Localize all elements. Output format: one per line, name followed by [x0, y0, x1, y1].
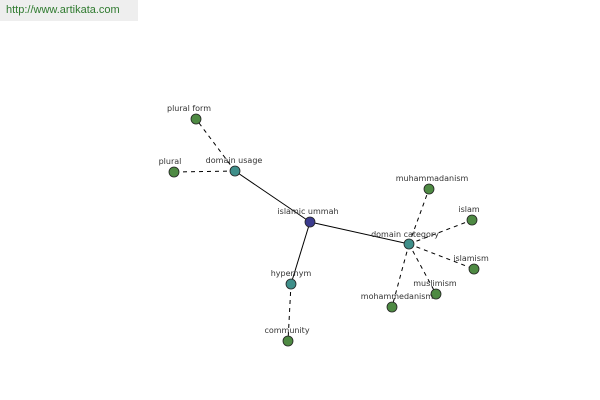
node-marker-plural[interactable]: [168, 166, 180, 178]
node-domain-usage[interactable]: domain usage: [206, 156, 263, 177]
node-label-plural[interactable]: plural: [159, 157, 182, 166]
edge-domain-category-islam: [408, 219, 473, 245]
node-label-muhammadanism[interactable]: muhammadanism: [396, 174, 469, 183]
node-marker-domain-usage[interactable]: [229, 165, 241, 177]
source-url[interactable]: http://www.artikata.com: [0, 0, 138, 21]
edge-layer: [173, 118, 475, 342]
node-label-islam[interactable]: islam: [458, 205, 480, 214]
node-domain-category[interactable]: domain category: [371, 230, 439, 250]
node-islam[interactable]: islam: [458, 205, 480, 226]
node-label-domain-usage[interactable]: domain usage: [206, 156, 263, 165]
edge-islamic-ummah-domain-category: [309, 221, 410, 245]
node-marker-islamism[interactable]: [468, 263, 480, 275]
node-plural[interactable]: plural: [159, 157, 182, 178]
node-marker-plural-form[interactable]: [190, 113, 202, 125]
node-label-domain-category[interactable]: domain category: [371, 230, 439, 239]
node-marker-muhammadanism[interactable]: [423, 183, 435, 195]
edge-hypernym-community: [287, 283, 292, 342]
edge-domain-usage-plural: [173, 170, 236, 173]
edge-domain-category-islamism: [408, 243, 475, 270]
node-marker-islamic-ummah[interactable]: [304, 216, 316, 228]
node-islamism[interactable]: islamism: [453, 254, 489, 275]
node-label-plural-form[interactable]: plural form: [167, 104, 211, 113]
node-hypernym[interactable]: hypernym: [271, 269, 312, 290]
edge-domain-category-muslimism: [408, 243, 437, 295]
node-plural-form[interactable]: plural form: [167, 104, 211, 125]
node-marker-community[interactable]: [282, 335, 294, 347]
node-label-mohammedanism[interactable]: mohammedanism: [361, 292, 434, 301]
node-label-community[interactable]: community: [264, 326, 309, 335]
node-community[interactable]: community: [264, 326, 310, 347]
node-label-muslimism[interactable]: muslimism: [413, 279, 457, 288]
node-muslimism[interactable]: muslimism: [413, 279, 457, 300]
edge-islamic-ummah-hypernym: [290, 221, 311, 285]
node-muhammadanism[interactable]: muhammadanism: [396, 174, 469, 195]
node-marker-mohammedanism[interactable]: [386, 301, 398, 313]
node-mohammedanism[interactable]: mohammedanism: [361, 292, 434, 313]
edge-domain-category-mohammedanism: [391, 243, 410, 308]
node-marker-islam[interactable]: [466, 214, 478, 226]
node-islamic-ummah[interactable]: islamic ummah: [277, 207, 339, 228]
edge-islamic-ummah-domain-usage: [234, 170, 311, 223]
node-marker-domain-category[interactable]: [403, 238, 415, 250]
node-label-hypernym[interactable]: hypernym: [271, 269, 312, 278]
node-marker-hypernym[interactable]: [285, 278, 297, 290]
edge-domain-usage-plural-form: [195, 118, 236, 172]
node-label-islamism[interactable]: islamism: [453, 254, 489, 263]
edge-domain-category-muhammadanism: [408, 188, 430, 245]
node-layer: islamic ummah domain usage hypernym domain …: [159, 104, 489, 347]
node-label-islamic-ummah[interactable]: islamic ummah: [277, 207, 338, 216]
node-marker-muslimism[interactable]: [430, 288, 442, 300]
